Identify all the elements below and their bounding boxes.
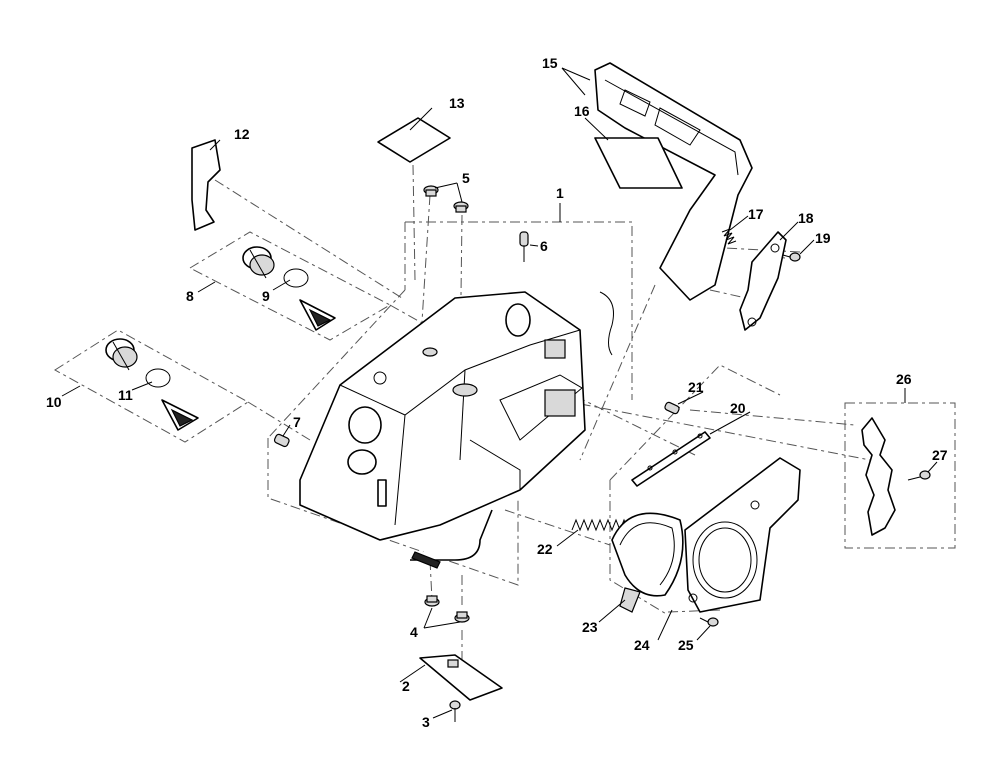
part-label-16: 16	[574, 103, 590, 119]
part-11-seal	[145, 368, 199, 431]
part-20-tensioner	[631, 431, 711, 487]
part-19-screw	[782, 252, 801, 262]
part-7-sleeve	[273, 433, 290, 448]
part-4-grommets	[424, 595, 470, 623]
group-box-1	[267, 221, 633, 586]
part-label-1: 1	[556, 185, 564, 201]
group-box-26	[844, 402, 956, 549]
part-3-screw	[449, 700, 461, 722]
part-26-bumper-spike	[861, 417, 896, 536]
part-1-crankcase	[299, 291, 614, 569]
part-9-seal	[283, 268, 336, 331]
group-box-10	[54, 329, 249, 443]
part-label-15: 15	[542, 55, 558, 71]
part-2-plate	[419, 654, 503, 701]
part-label-19: 19	[815, 230, 831, 246]
part-labels: 1 2 3 4 5 6 7 8 9 10 11 12 13 15 16 17 1…	[46, 55, 948, 730]
part-label-8: 8	[186, 288, 194, 304]
part-label-2: 2	[402, 678, 410, 694]
part-5-grommets	[423, 185, 469, 213]
part-12-cover-plate	[191, 139, 221, 231]
part-label-9: 9	[262, 288, 270, 304]
part-label-27: 27	[932, 447, 948, 463]
part-label-10: 10	[46, 394, 62, 410]
part-label-6: 6	[540, 238, 548, 254]
part-label-5: 5	[462, 170, 470, 186]
part-label-21: 21	[688, 379, 704, 395]
part-8-cap	[242, 246, 275, 279]
part-label-24: 24	[634, 637, 650, 653]
part-23-brake-band	[611, 512, 684, 613]
leader-lines	[61, 67, 938, 719]
part-label-25: 25	[678, 637, 694, 653]
part-27-screw	[907, 470, 931, 481]
group-box-8	[188, 231, 392, 341]
part-label-20: 20	[730, 400, 746, 416]
group-box-bar-cover	[609, 364, 781, 616]
part-label-18: 18	[798, 210, 814, 226]
part-16-guard-insert	[594, 137, 683, 189]
part-label-7: 7	[293, 414, 301, 430]
part-18-brake-plate	[739, 231, 787, 331]
part-label-13: 13	[449, 95, 465, 111]
part-label-17: 17	[748, 206, 764, 222]
part-label-23: 23	[582, 619, 598, 635]
part-10-cap	[105, 338, 138, 371]
part-label-12: 12	[234, 126, 250, 142]
part-13-label	[377, 117, 451, 163]
part-25-screw	[699, 617, 719, 627]
part-label-3: 3	[422, 714, 430, 730]
part-15-front-handle	[594, 62, 753, 301]
part-label-4: 4	[410, 624, 418, 640]
part-label-26: 26	[896, 371, 912, 387]
part-24-cover-plate	[684, 457, 801, 613]
part-label-22: 22	[537, 541, 553, 557]
part-17-spring	[721, 228, 737, 245]
part-6-fitting	[519, 231, 529, 262]
part-21-pin	[664, 401, 680, 415]
part-label-11: 11	[118, 387, 133, 403]
